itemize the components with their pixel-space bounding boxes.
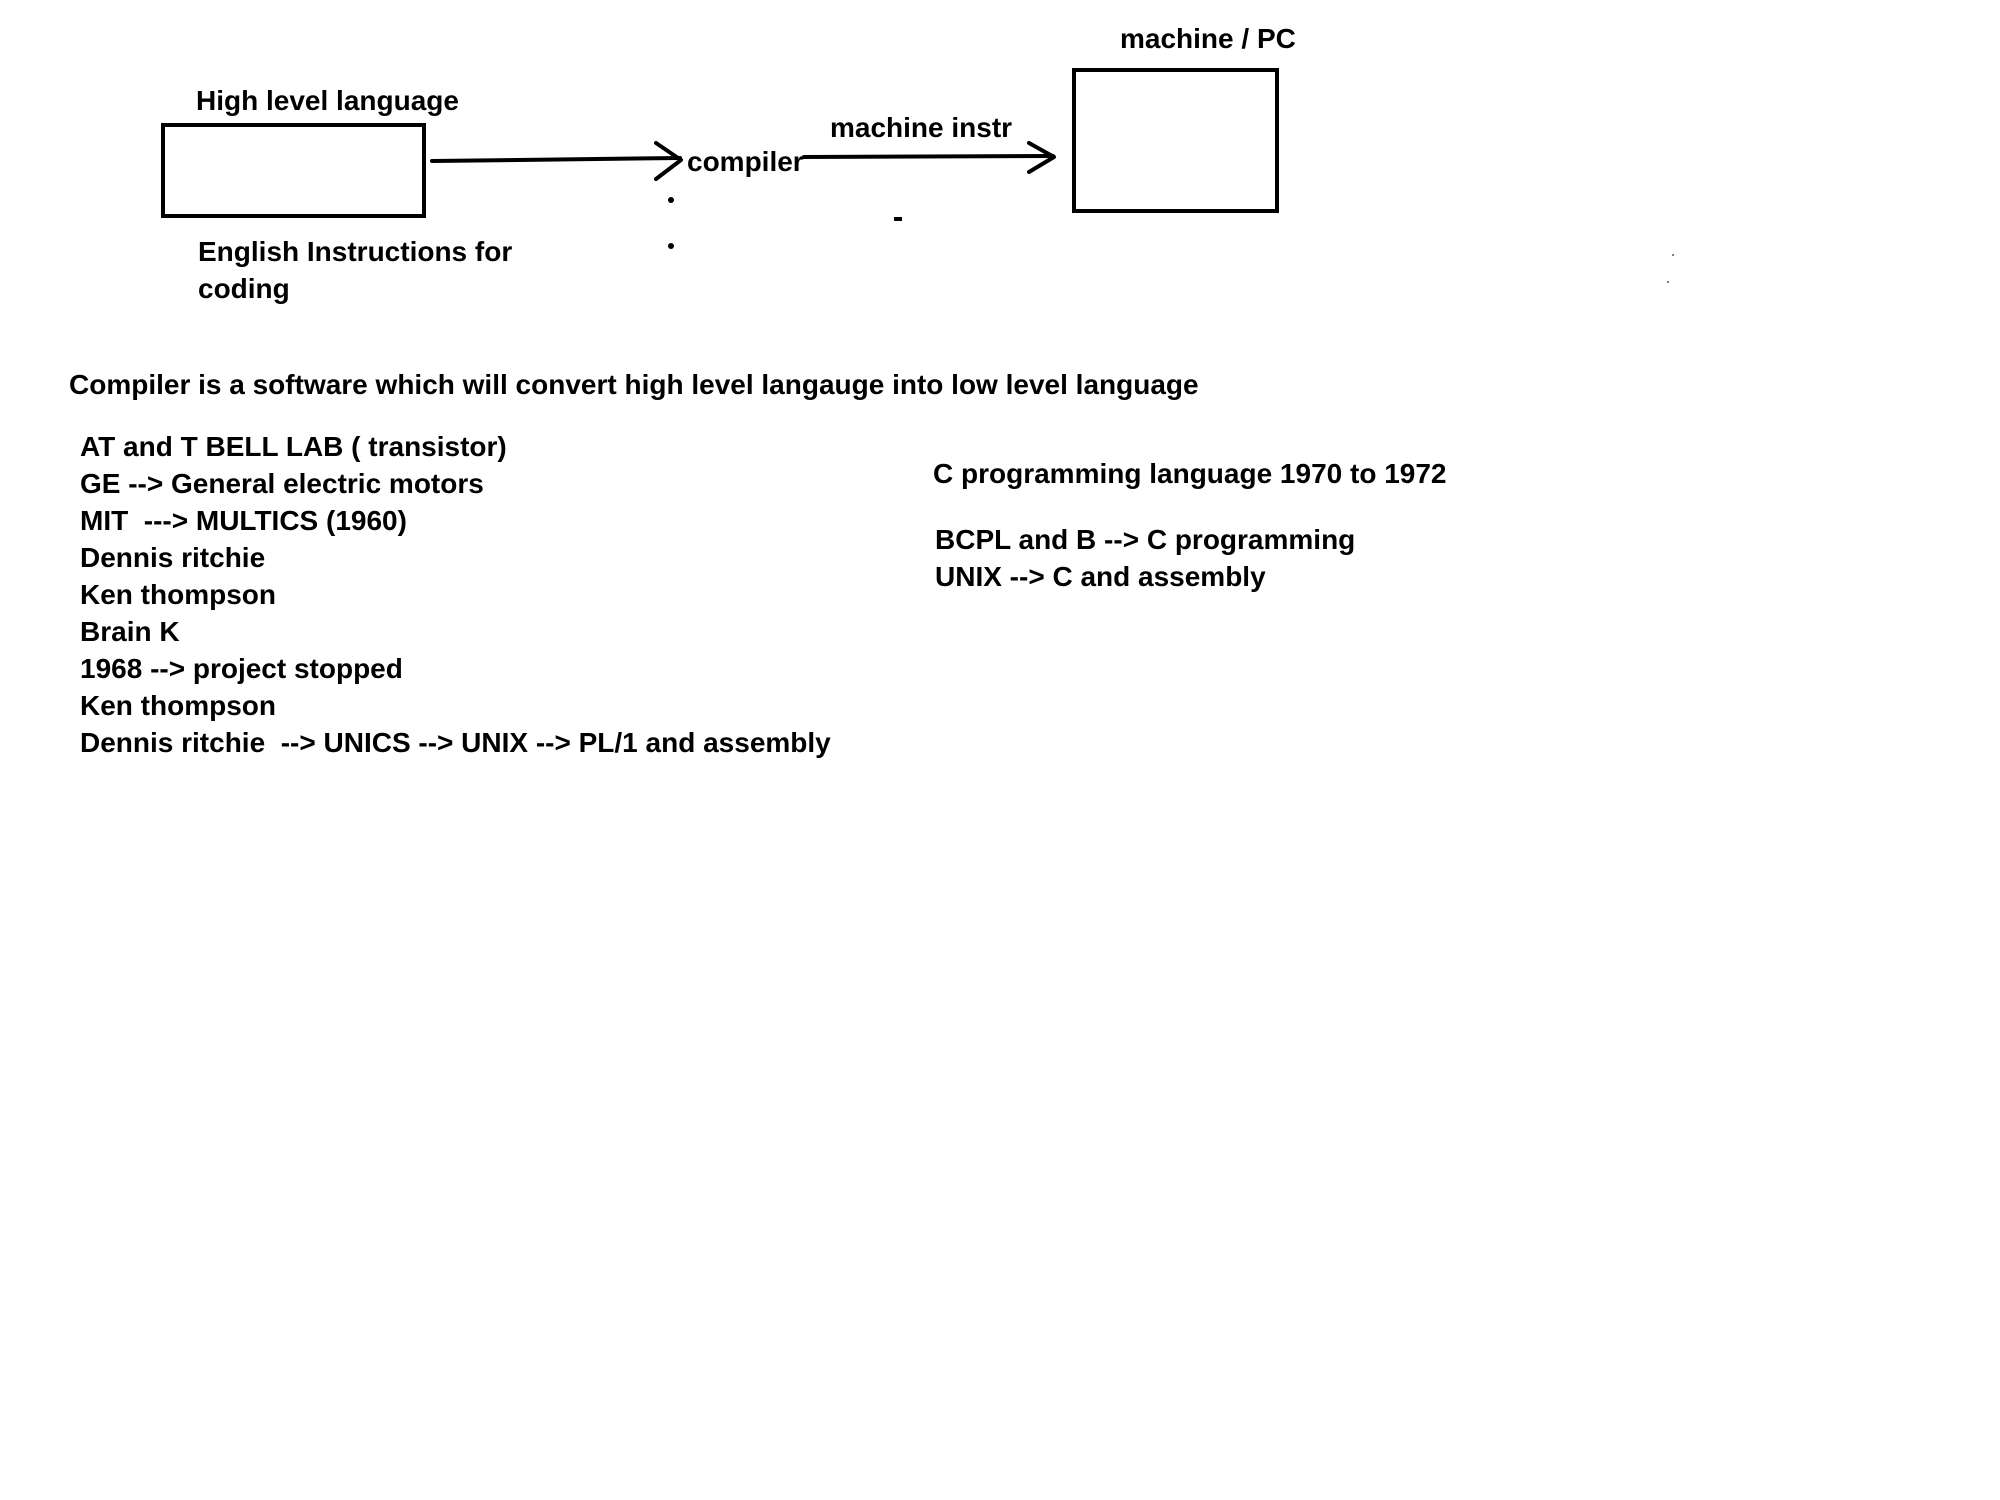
history-list: AT and T BELL LAB ( transistor) GE --> G… — [80, 428, 831, 761]
compiler-label: compiler — [687, 146, 804, 177]
target-box — [1072, 68, 1279, 213]
arrow-label: machine instr — [830, 112, 1013, 143]
c-language-heading: C programming language 1970 to 1972 — [933, 458, 1447, 489]
stray-dot — [668, 197, 674, 203]
arrow-to-compiler-head — [654, 141, 683, 181]
stray-dot — [1667, 281, 1669, 283]
arrow-to-compiler — [430, 156, 682, 163]
history-item: Ken thompson — [80, 690, 276, 721]
stray-dot — [1672, 254, 1674, 256]
history-item: Dennis ritchie — [80, 542, 266, 573]
target-box-label: machine / PC — [1120, 23, 1296, 54]
arrow-to-machine-head — [1027, 141, 1056, 174]
c-language-note: UNIX --> C and assembly — [935, 561, 1266, 592]
history-item: 1968 --> project stopped — [80, 653, 403, 684]
history-item: Dennis ritchie --> UNICS --> UNIX --> PL… — [80, 727, 831, 758]
source-box-caption: English Instructions for coding — [198, 233, 512, 307]
stray-dot — [668, 243, 674, 249]
source-box-caption-line: English Instructions for — [198, 236, 513, 267]
compiler-definition: Compiler is a software which will conver… — [69, 369, 1199, 400]
history-item: AT and T BELL LAB ( transistor) — [80, 431, 507, 462]
c-language-note: BCPL and B --> C programming — [935, 524, 1356, 555]
history-item: Brain K — [80, 616, 180, 647]
source-box — [161, 123, 426, 218]
history-item: Ken thompson — [80, 579, 276, 610]
history-item: GE --> General electric motors — [80, 468, 484, 499]
source-box-caption-line: coding — [198, 273, 290, 304]
stray-dash — [894, 217, 902, 221]
source-box-label: High level language — [196, 85, 459, 116]
arrow-to-machine — [802, 154, 1055, 159]
c-language-notes: BCPL and B --> C programming UNIX --> C … — [935, 521, 1355, 595]
history-item: MIT ---> MULTICS (1960) — [80, 505, 407, 536]
